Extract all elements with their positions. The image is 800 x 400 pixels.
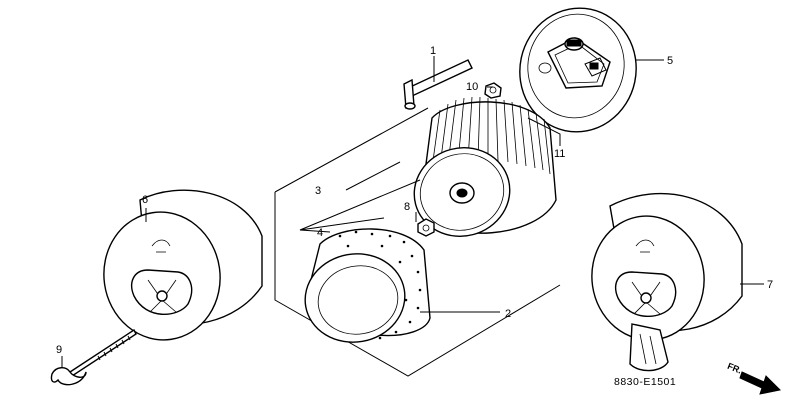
arrow-right-icon (739, 371, 782, 395)
callout-10: 10 (466, 81, 478, 93)
callout-8: 8 (404, 201, 410, 213)
callout-2: 2 (505, 308, 511, 320)
part-5-air-cleaner-base (519, 7, 637, 133)
callout-9: 9 (56, 344, 62, 356)
callout-labels: 1 2 3 4 5 6 7 8 9 10 11 (56, 45, 773, 356)
front-direction-label: FR. (726, 361, 743, 376)
callout-7: 7 (767, 279, 773, 291)
leader-lines (61, 56, 764, 368)
callout-3: 3 (315, 185, 321, 197)
part-9-wing-bolt (50, 328, 137, 386)
part-6-air-cleaner-cover (103, 189, 263, 341)
part-10-nut (484, 82, 502, 99)
callout-11: 11 (554, 148, 565, 160)
part-3-filter-element (413, 96, 557, 237)
callout-5: 5 (667, 55, 673, 67)
part-8-nut (417, 218, 435, 237)
filter-pleats (431, 96, 551, 175)
diagram-code: 8830-E1501 (614, 376, 676, 388)
foam-texture (338, 230, 422, 340)
part-2-foam-element (304, 228, 431, 343)
callout-4: 4 (317, 227, 323, 239)
part-7-air-cleaner-cover (591, 193, 743, 372)
part-1-breather-tube (403, 59, 473, 110)
callout-1: 1 (430, 45, 436, 57)
callout-6: 6 (142, 194, 148, 206)
front-direction-indicator: FR. (726, 361, 782, 395)
